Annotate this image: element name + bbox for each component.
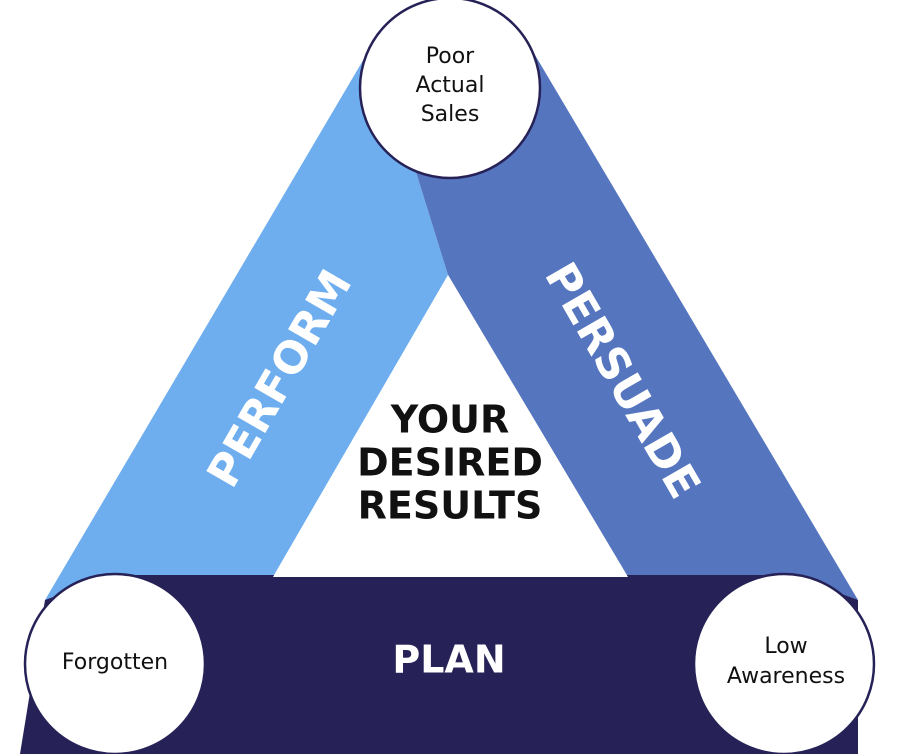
- node-left: Forgotten: [23, 572, 207, 754]
- node-top-line-1: Poor: [426, 44, 475, 69]
- node-top: Poor Actual Sales: [358, 0, 542, 180]
- plan-label: PLAN: [392, 638, 505, 682]
- node-right-circle: [692, 572, 876, 754]
- center-title-line-1: YOUR: [390, 398, 510, 442]
- plan-band: [20, 575, 858, 754]
- persuade-band: [375, 40, 858, 600]
- node-left-circle: [23, 572, 207, 754]
- center-title-line-2: DESIRED: [357, 441, 543, 485]
- node-right-line-2: Awareness: [727, 664, 845, 689]
- node-top-circle: [358, 0, 542, 180]
- node-top-line-3: Sales: [421, 102, 480, 127]
- center-title-line-3: RESULTS: [358, 484, 543, 528]
- node-right: Low Awareness: [692, 572, 876, 754]
- center-triangle: [273, 275, 628, 577]
- node-left-line-1: Forgotten: [62, 650, 168, 675]
- perform-band: [45, 40, 448, 600]
- node-right-line-1: Low: [764, 634, 807, 659]
- node-top-line-2: Actual: [416, 73, 485, 98]
